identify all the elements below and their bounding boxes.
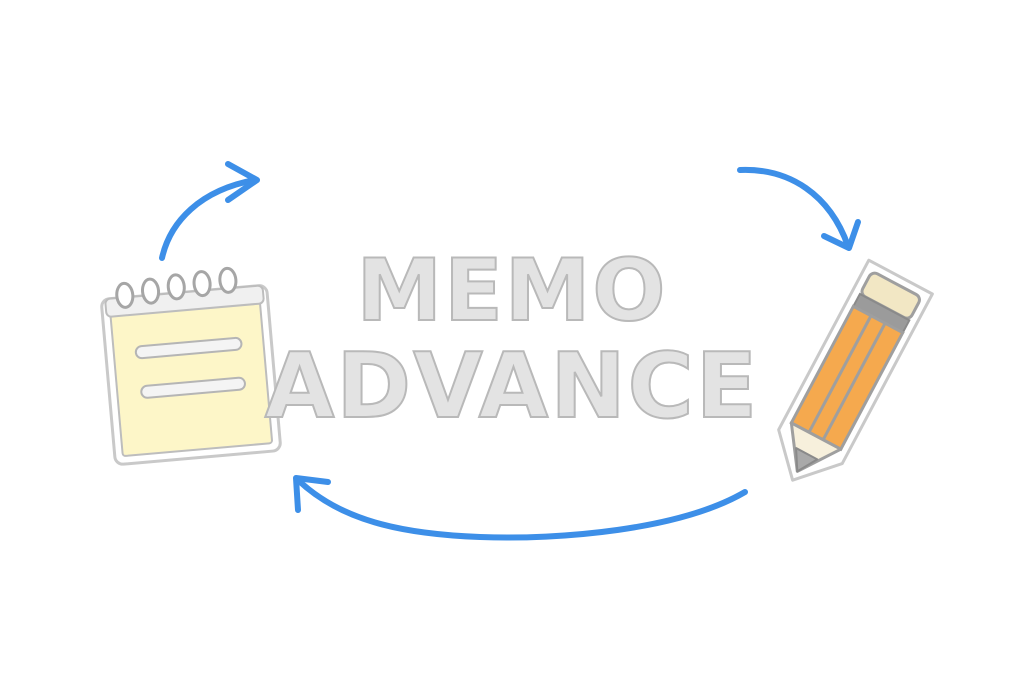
cycle-arrow-icon [159, 161, 260, 261]
cycle-arrow-icon [737, 166, 861, 251]
cycle-arrow-icon [293, 475, 748, 541]
logo-title-memo: MEMO [355, 241, 668, 341]
pencil-icon [777, 258, 934, 482]
logo-title-advance: ADVANCE [264, 334, 760, 439]
notepad-icon [100, 266, 282, 466]
